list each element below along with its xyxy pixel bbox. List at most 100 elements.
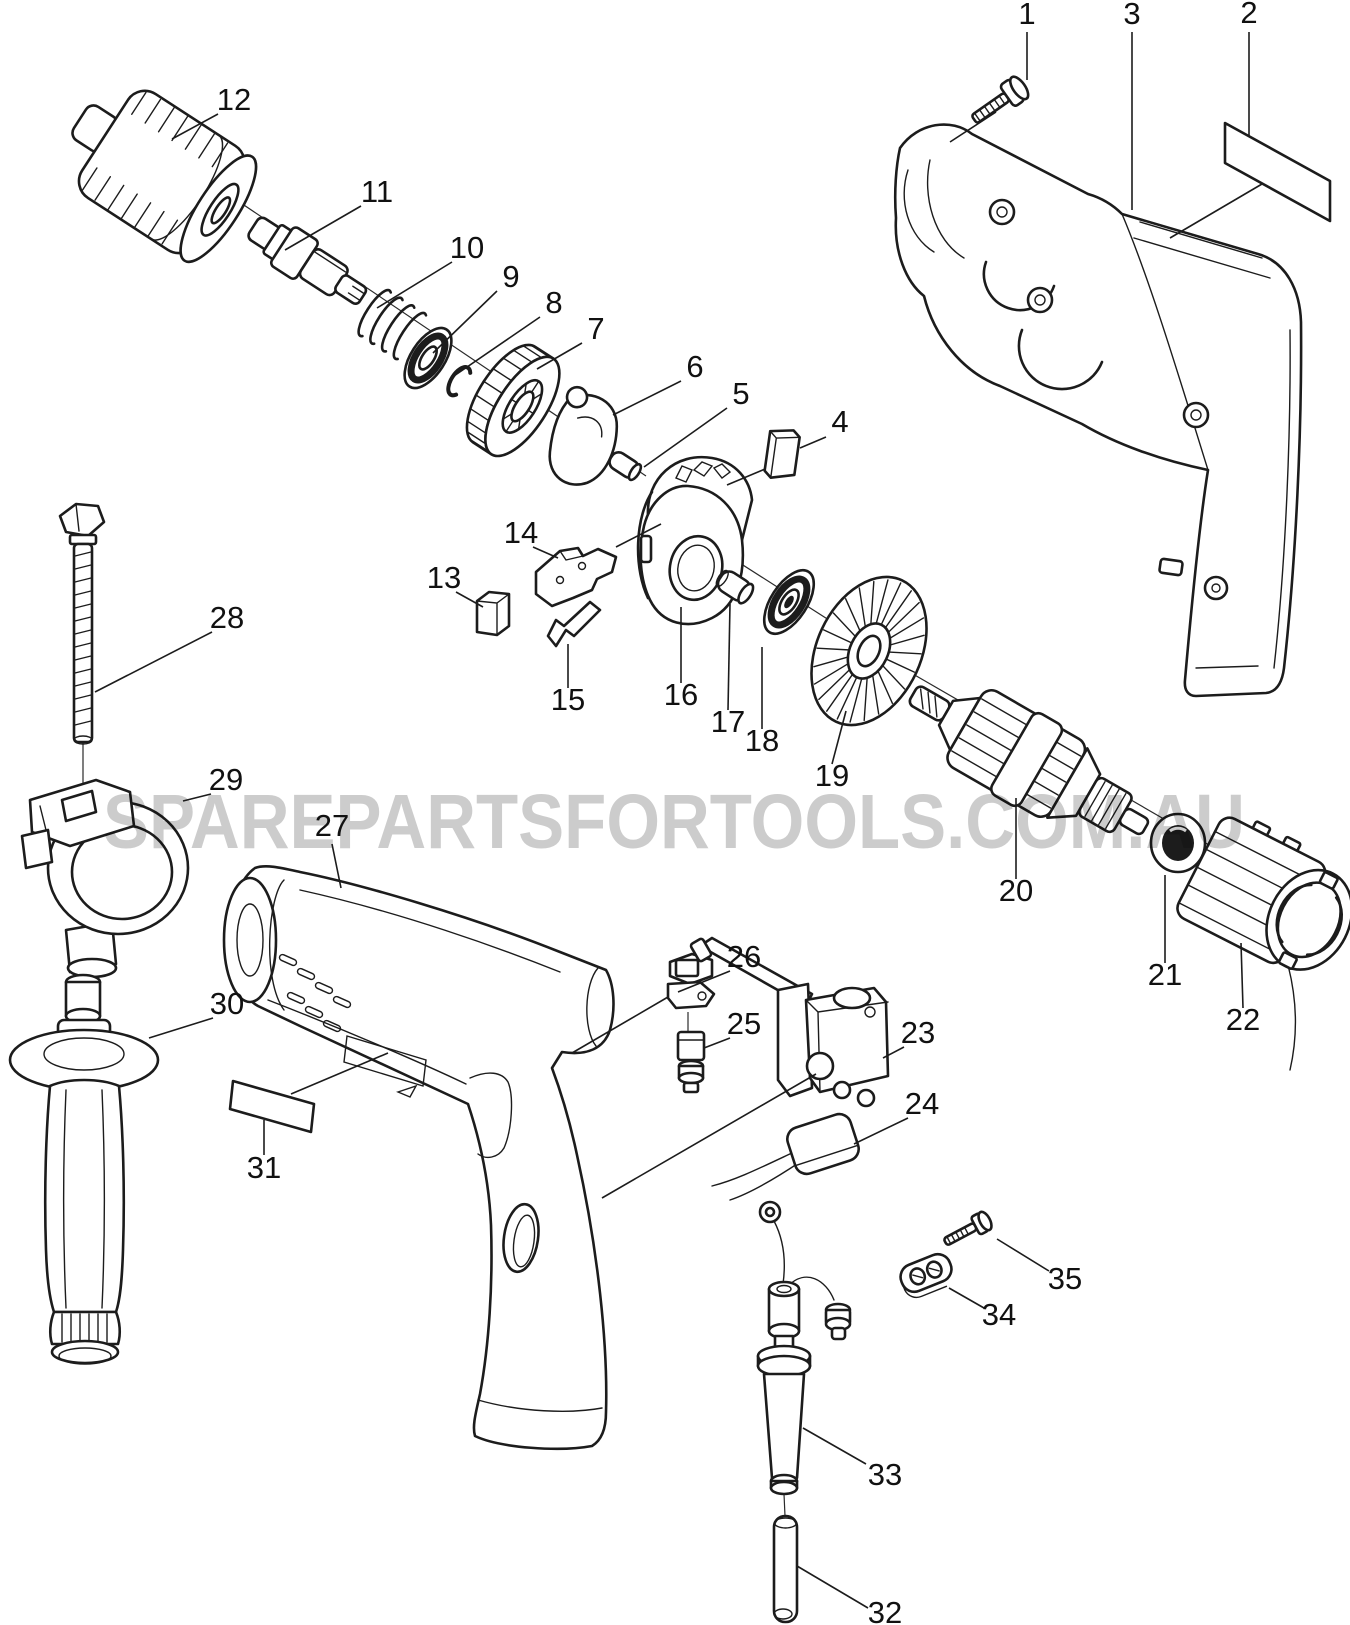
part-31-label: 31: [247, 1150, 281, 1185]
screw-housing-drawing: [971, 75, 1030, 124]
spacer-pin-drawing: [715, 569, 755, 605]
part-12-callout: 12: [171, 82, 251, 140]
part-29-leader-line: [182, 793, 212, 802]
part-35-label: 35: [1048, 1261, 1082, 1296]
part-35-leader-line: [996, 1238, 1050, 1272]
part-14-leader-line: [615, 523, 662, 548]
part-25-label: 25: [727, 1006, 761, 1041]
capacitor-drawing: [711, 1112, 860, 1201]
spring-washers-drawing: [357, 288, 428, 361]
part-5-label: 5: [732, 376, 749, 411]
part-7-leader-line: [536, 342, 583, 370]
spindle-drawing: [247, 216, 368, 305]
part-32-label: 32: [868, 1595, 902, 1625]
name-plate-drawing: [1223, 121, 1332, 223]
part-6-callout: 6: [612, 349, 704, 416]
bolt-drawing: [58, 502, 106, 745]
cord-guard-drawing: [756, 1200, 852, 1496]
part-19-leader-line: [831, 710, 847, 765]
label-plate-drawing: [228, 1079, 316, 1134]
lock-plate-drawing: [534, 546, 618, 608]
part-29-label: 29: [209, 762, 243, 797]
clutch-cam-drawing: [548, 385, 619, 486]
part-28-callout: 28: [94, 600, 244, 693]
part-11-callout: 11: [284, 174, 393, 251]
part-24-leader-line: [853, 1117, 909, 1145]
part-23-label: 23: [901, 1015, 935, 1050]
part-15-label: 15: [551, 682, 585, 717]
part-30-leader-line: [148, 1017, 214, 1039]
part-11-leader-line: [284, 205, 362, 251]
part-35-callout: 35: [996, 1238, 1082, 1296]
part-22-label: 22: [1226, 1002, 1260, 1037]
part-6-label: 6: [686, 349, 703, 384]
part-12-label: 12: [217, 82, 251, 117]
part-5-leader-line: [643, 407, 728, 468]
part-17-label: 17: [711, 704, 745, 739]
part-8-label: 8: [545, 285, 562, 320]
part-13-label: 13: [427, 560, 461, 595]
part-16-callout: 16: [664, 607, 698, 712]
part-10-leader-line: [376, 261, 453, 309]
chuck-drawing: [71, 89, 258, 264]
part-22-leader-line: [1240, 942, 1244, 1009]
part-9-label: 9: [502, 259, 519, 294]
part-2-callout: 2: [1169, 0, 1263, 239]
part-2-label: 2: [1240, 0, 1257, 30]
watermark-text: SPAREPARTSFORTOOLS.COM.AU: [103, 779, 1245, 865]
part-29-callout: 29: [182, 762, 243, 802]
part-27-leader-line: [331, 843, 342, 889]
part-3-callout: 3: [1123, 0, 1141, 210]
part-4-leader-line: [726, 468, 766, 486]
wire-clip-drawing: [546, 600, 602, 648]
part-4-callout: 4: [726, 404, 849, 486]
part-9-callout: 9: [432, 259, 520, 354]
terminal-drawing: [676, 1030, 706, 1094]
part-25-callout: 25: [703, 1006, 761, 1049]
part-34-leader-line: [948, 1287, 985, 1309]
handle-clamp-drawing: [20, 778, 190, 979]
part-13-leader-line: [455, 591, 484, 608]
part-7-label: 7: [587, 311, 604, 346]
retaining-ring-drawing: [446, 365, 473, 398]
part-13-callout: 13: [427, 560, 484, 608]
part-27-label: 27: [315, 808, 349, 843]
part-15-callout: 15: [551, 644, 585, 717]
gear-drawing: [465, 343, 561, 458]
part-11-label: 11: [361, 174, 393, 209]
part-14-callout: 14: [504, 515, 662, 559]
part-4-label: 4: [831, 404, 848, 439]
housing-left-drawing: [222, 865, 615, 1451]
cord-drawing: [772, 1514, 799, 1624]
fan-drawing: [810, 575, 928, 727]
armature-drawing: [908, 685, 1150, 836]
part-27-callout: 27: [315, 808, 349, 889]
ball-bearing-front-drawing: [403, 326, 453, 390]
part-24-label: 24: [905, 1086, 939, 1121]
push-button-drawing: [666, 952, 716, 1010]
lock-block-drawing: [475, 590, 511, 637]
part-32-callout: 32: [796, 1565, 902, 1625]
cord-clamp-drawing: [899, 1252, 953, 1299]
part-18-callout: 18: [745, 647, 779, 758]
part-1-leader-line: [949, 111, 997, 143]
part-26-label: 26: [727, 939, 761, 974]
ring-drawing: [1149, 812, 1207, 874]
ball-bearing-rear-drawing: [762, 568, 816, 636]
part-3-label: 3: [1123, 0, 1140, 31]
field-stator-drawing: [1176, 816, 1350, 1071]
bearing-retainer-drawing: [636, 455, 754, 626]
part-12-leader-line: [171, 113, 219, 140]
part-30-label: 30: [210, 986, 244, 1021]
part-8-callout: 8: [450, 285, 563, 379]
part-7-callout: 7: [536, 311, 605, 370]
part-23-leader-line: [601, 1073, 817, 1199]
part-5-callout: 5: [643, 376, 750, 468]
part-30-callout: 30: [148, 986, 244, 1039]
part-23-callout: 23: [601, 1015, 935, 1199]
part-1-callout: 1: [949, 0, 1036, 143]
part-20-callout: 20: [999, 798, 1033, 908]
part-32-leader-line: [796, 1565, 869, 1609]
